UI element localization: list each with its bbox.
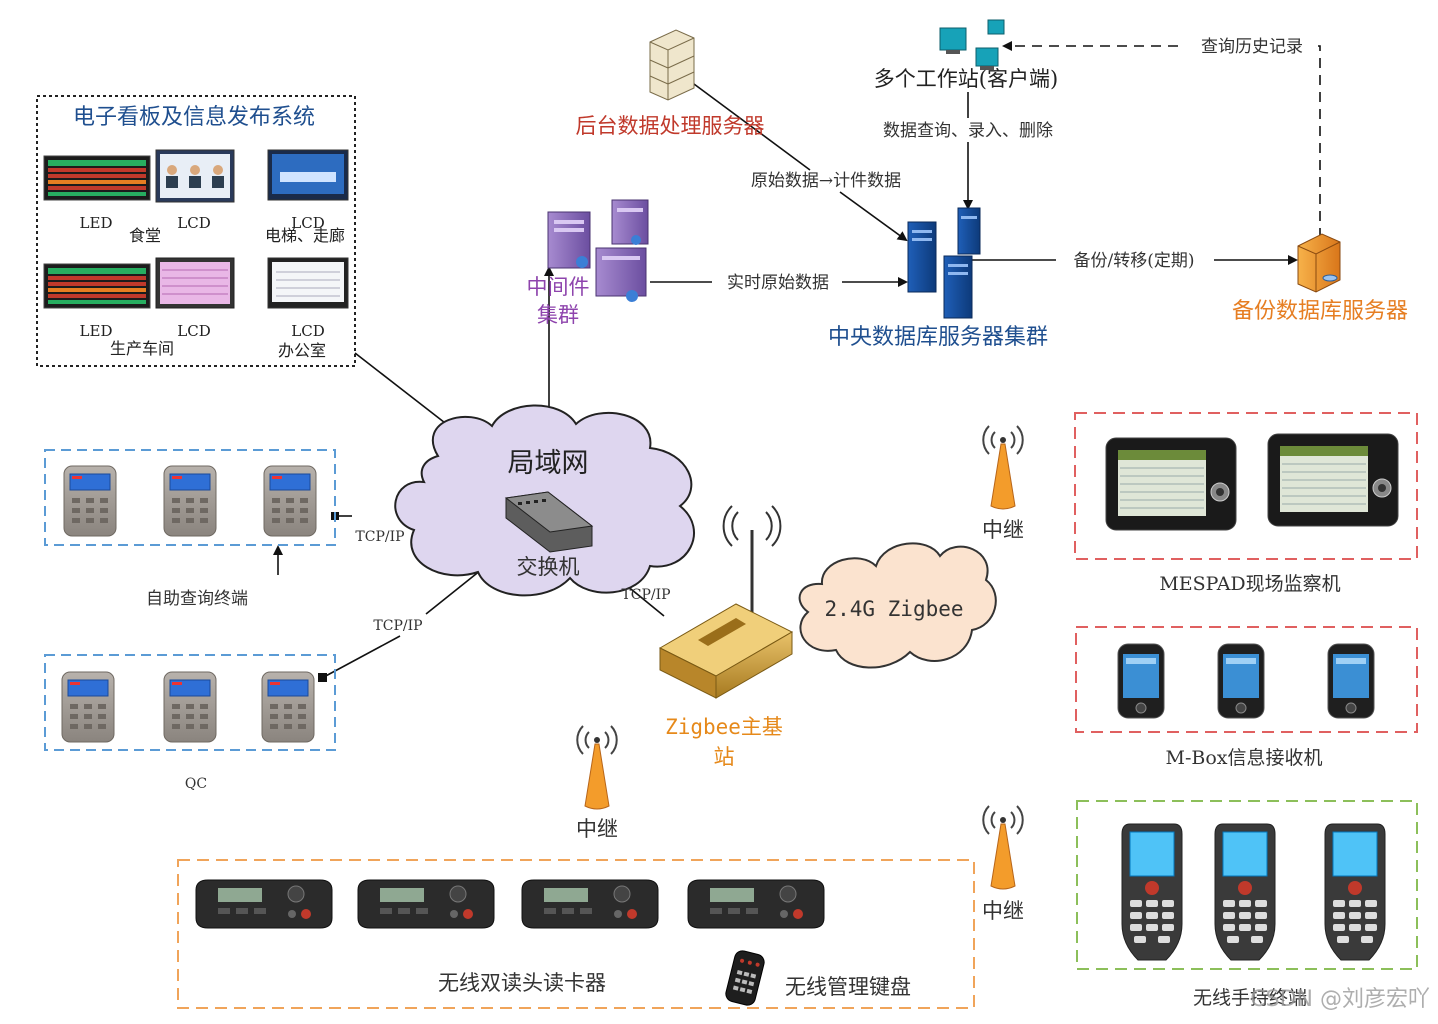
card-reader-device-1	[195, 879, 333, 929]
board-system-title: 电子看板及信息发布系统	[73, 105, 315, 130]
label-led-row2: LED	[80, 322, 113, 340]
label-lcd1-row2: LCD	[177, 322, 210, 340]
zigbee-cloud-label: 2.4G Zigbee	[824, 597, 963, 621]
card-reader-group	[177, 859, 975, 1009]
backend-server-label: 后台数据处理服务器	[576, 114, 765, 138]
handheld-group	[1076, 800, 1418, 970]
card-reader-device-2	[357, 879, 495, 929]
label-lcd2-row1: LCD	[291, 214, 324, 232]
label-place-office: 办公室	[278, 341, 326, 360]
handheld-device-1	[1121, 823, 1183, 961]
qc-to-switch-a	[321, 635, 401, 679]
relay-top-right-icon	[982, 425, 1024, 510]
self-query-terminal-group	[44, 449, 336, 546]
board-system-group: 电子看板及信息发布系统 LED LCD LCD 食堂 电梯、走廊	[36, 95, 356, 367]
label-lcd1-row1: LCD	[177, 214, 210, 232]
mbox-device-1	[1117, 643, 1165, 719]
mespad-label: MESPAD现场监察机	[1159, 573, 1340, 595]
self-query-label: 自助查询终端	[146, 589, 248, 609]
relay-top-right-label: 中继	[982, 518, 1024, 542]
central-db-label: 中央数据库服务器集群	[828, 325, 1048, 350]
mespad-device-2	[1267, 433, 1399, 527]
zigbee-base-label-line1: Zigbee主基	[665, 715, 783, 739]
switch-icon	[504, 491, 594, 553]
handheld-label: 无线手持终端	[1193, 987, 1307, 1009]
handheld-frame	[1076, 800, 1418, 970]
zigbee-cloud	[798, 542, 997, 669]
lan-label: 局域网	[508, 448, 589, 479]
self-query-frame	[44, 449, 336, 546]
flow-backup-transfer-label: 备份/转移(定期)	[1074, 251, 1195, 271]
zigbee-base-station-icon	[658, 505, 794, 699]
qc-terminal-2	[163, 671, 217, 743]
backend-server-icon	[649, 29, 695, 101]
history-dashed-line-a	[1318, 45, 1321, 238]
relay-mid-icon	[576, 725, 618, 810]
mespad-group	[1074, 412, 1418, 560]
keyboard-label: 无线管理键盘	[785, 975, 911, 999]
led-screen-canteen	[43, 155, 151, 201]
flow-tcpip-zigbee-label: TCP/IP	[621, 587, 670, 603]
relay-bottom-right-icon	[982, 805, 1024, 890]
label-lcd2-row2: LCD	[291, 322, 324, 340]
mbox-label: M-Box信息接收机	[1166, 747, 1323, 769]
lcd-screen-elevator	[267, 149, 349, 201]
middleware-server-icons	[547, 199, 649, 302]
middleware-label-line1: 中间件	[527, 275, 590, 299]
led-screen-workshop	[43, 263, 151, 309]
backup-db-label: 备份数据库服务器	[1232, 299, 1408, 324]
label-place-canteen: 食堂	[129, 226, 161, 245]
flow-tcpip-top-label: TCP/IP	[355, 529, 404, 545]
mespad-device-1	[1105, 437, 1237, 531]
card-reader-device-3	[521, 879, 659, 929]
lcd-screen-workshop	[155, 257, 235, 309]
card-reader-frame	[177, 859, 975, 1009]
watermark-text: CSDN @刘彦宏吖	[1250, 987, 1430, 1012]
mbox-device-3	[1327, 643, 1375, 719]
label-place-workshop: 生产车间	[110, 339, 174, 358]
flow-query-history-label: 查询历史记录	[1201, 37, 1303, 57]
card-reader-label: 无线双读头读卡器	[438, 971, 606, 995]
card-reader-device-4	[687, 879, 825, 929]
handheld-device-2	[1214, 823, 1276, 961]
flow-realtime-raw-label: 实时原始数据	[727, 273, 829, 293]
middleware-label-line2: 集群	[537, 303, 579, 327]
qc-connector-dot	[318, 673, 327, 682]
qc-label: QC	[185, 776, 207, 792]
handheld-device-3	[1324, 823, 1386, 961]
board-system-frame	[36, 95, 356, 367]
qc-terminal-3	[261, 671, 315, 743]
flow-data-ops-label: 数据查询、录入、删除	[883, 121, 1053, 141]
label-place-elevator: 电梯、走廊	[265, 226, 345, 245]
mbox-group	[1075, 626, 1418, 733]
lcd-screen-canteen	[155, 149, 235, 203]
label-led-row1: LED	[80, 214, 113, 232]
qc-frame	[44, 654, 336, 751]
qc-terminal-1	[61, 671, 115, 743]
mespad-frame	[1074, 412, 1418, 560]
self-query-terminal-3	[263, 465, 317, 537]
lcd-screen-office	[267, 257, 349, 309]
self-query-terminal-2	[163, 465, 217, 537]
qc-terminal-group	[44, 654, 336, 751]
mbox-frame	[1075, 626, 1418, 733]
switch-label: 交换机	[517, 555, 580, 579]
relay-mid-label: 中继	[576, 817, 618, 841]
workstation-icons	[939, 19, 1005, 70]
wireless-keyboard-remote-icon	[725, 950, 765, 1006]
backend-to-central-line-a	[693, 83, 811, 171]
board-to-lan-arrow	[354, 352, 460, 435]
zigbee-base-label-line2: 站	[714, 745, 735, 769]
central-db-server-icons	[907, 207, 981, 319]
workstations-label: 多个工作站(客户端)	[874, 67, 1058, 91]
relay-bottom-right-label: 中继	[982, 899, 1024, 923]
flow-tcpip-bottom-label: TCP/IP	[373, 618, 422, 634]
self-query-terminal-1	[63, 465, 117, 537]
backend-to-central-line-b	[839, 191, 908, 242]
flow-raw-to-count-label: 原始数据→计件数据	[751, 171, 901, 191]
backup-db-server-icon	[1297, 233, 1341, 293]
mbox-device-2	[1217, 643, 1265, 719]
